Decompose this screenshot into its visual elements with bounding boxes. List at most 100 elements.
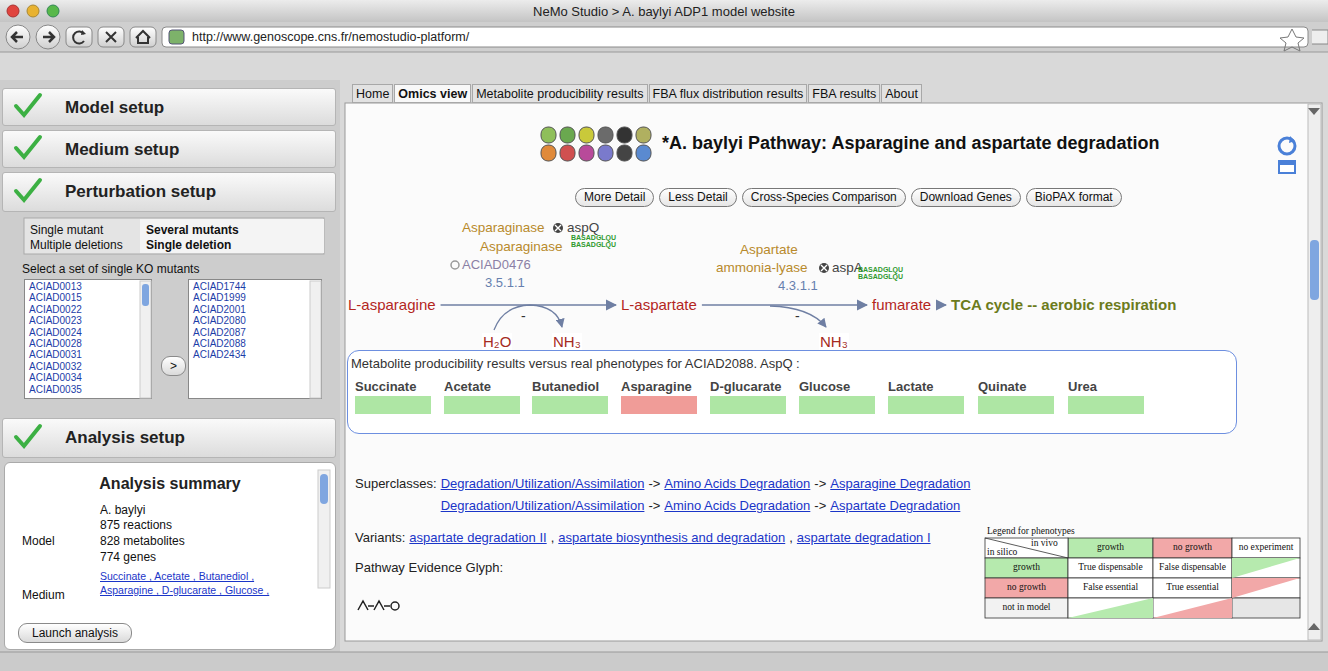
pathway-link: TCA cycle -- aerobic respiration: [950, 296, 1177, 314]
label: Omics view: [398, 87, 467, 101]
text-row: False dispensable: [1153, 562, 1232, 572]
phenotype-swatch: [710, 396, 786, 414]
reaction-arrow: [702, 304, 867, 305]
phenotype-swatch: [799, 396, 875, 414]
ec-number: 3.5.1.1: [485, 275, 525, 290]
variant-links: aspartate biosynthesis and degradation: [558, 530, 785, 545]
text-row: growth: [985, 562, 1068, 572]
table-header: in vivo: [1031, 538, 1058, 548]
text-row: not in model: [985, 602, 1068, 612]
mutant-list: ACIAD1744ACIAD1999ACIAD2001ACIAD2080ACIA…: [188, 279, 322, 399]
accordion-header: Model setup: [2, 88, 336, 126]
mutant-list: ACIAD0013ACIAD0015ACIAD0022ACIAD0023ACIA…: [24, 279, 152, 399]
text-row: H₂O: [482, 333, 512, 350]
phenotype-glyph: BASADGLQU: [571, 241, 616, 248]
text-row: False essential: [1068, 582, 1153, 592]
pathway-button: Less Detail: [659, 188, 736, 207]
text-row: 774 genes: [100, 550, 156, 564]
enzyme-name: Aspartate: [740, 242, 798, 257]
tab: FBA flux distribution results: [649, 84, 808, 103]
phenotype-swatch: [355, 396, 431, 414]
label: Urea: [1068, 379, 1144, 395]
reaction-arrow: [936, 304, 946, 305]
superclass-path: Degradation/Utilization/Assimilation: [441, 476, 645, 491]
medium-link: Succinate , Acetate , Butanediol ,: [100, 570, 254, 582]
superclass-path: Asparagine Degradation: [830, 476, 970, 491]
label: >: [170, 359, 177, 373]
text-row: Superclasses: Degradation/Utilization/Ass…: [355, 476, 970, 491]
list-item: ACIAD0023: [29, 315, 147, 326]
text-row: ammonia-lyase: [716, 260, 808, 275]
phenotype-swatch: [1068, 396, 1144, 414]
label: Glucose: [799, 379, 875, 395]
label: Metabolite producibility results: [476, 87, 643, 101]
label: More Detail: [584, 190, 645, 204]
pathway-icon: [617, 145, 632, 161]
label: Lactate: [888, 379, 964, 395]
table-cell: True essential: [1166, 582, 1219, 592]
subtab: Several mutants: [146, 223, 239, 237]
text-row: A. baylyi: [100, 503, 145, 517]
tab: Metabolite producibility results: [472, 84, 647, 103]
stoich-sign: -: [521, 308, 526, 324]
pathway-button: BioPAX format: [1026, 188, 1122, 207]
subtab: Multiple deletions: [30, 238, 123, 252]
list-item: ACIAD0035: [29, 384, 147, 395]
text-row: Variants:aspartate degradation II,aspart…: [355, 530, 931, 545]
label: Analysis setup: [65, 428, 335, 448]
superclass-path: Degradation/Utilization/Assimilation: [441, 498, 645, 513]
list-item: ACIAD0015: [29, 292, 147, 303]
pathway-icon: [579, 127, 594, 143]
label: Metabolite producibility results versus …: [351, 356, 1233, 371]
text-row: BASADGLQU: [571, 234, 616, 241]
pathway-icon: [541, 145, 556, 161]
list-item: ACIAD2434: [193, 349, 317, 360]
variant-links: aspartate degradation I: [797, 530, 931, 545]
list-item: ACIAD0031: [29, 349, 147, 360]
pathway-icon: [636, 145, 651, 161]
label: TCA cycle -- aerobic respiration: [951, 296, 1176, 314]
text-row: aspQ: [567, 220, 599, 235]
phenotype-swatch: [888, 396, 964, 414]
pathway-button: More Detail: [575, 188, 654, 207]
text-row: growth: [1068, 542, 1153, 552]
variant-links: Variants:: [355, 530, 405, 545]
label: Less Detail: [668, 190, 727, 204]
text-row: http://www.genoscope.cns.fr/nemostudio-p…: [192, 30, 469, 44]
table-cell: not in model: [1002, 602, 1050, 612]
enzyme-name: ammonia-lyase: [716, 260, 808, 275]
superclass-path: Amino Acids Degradation: [664, 476, 810, 491]
phenotype-cell: Acetate: [444, 379, 520, 414]
metabolite: fumarate: [871, 296, 932, 314]
ec-number: 4.3.1.1: [778, 278, 818, 293]
text-row: BASADGLQU: [858, 273, 903, 280]
text-row: Succinate , Acetate , Butanediol ,: [100, 570, 254, 582]
accordion-header: Medium setup: [2, 130, 336, 168]
phenotype-swatch: [621, 396, 697, 414]
text-row: Single mutant: [30, 223, 103, 237]
tab: About: [881, 84, 922, 103]
accordion-header: Perturbation setup: [2, 172, 336, 212]
superclass-path: ->: [648, 498, 660, 513]
superclass-path: Amino Acids Degradation: [664, 498, 810, 513]
superclass-path: ->: [814, 476, 826, 491]
list-item: ACIAD0028: [29, 338, 147, 349]
reaction-arrow: [441, 304, 616, 305]
list-item: ACIAD2001: [193, 304, 317, 315]
phenotype-swatch: [978, 396, 1054, 414]
text-row: Aspartate: [740, 242, 798, 257]
variant-links: ,: [551, 530, 555, 545]
table-cell: True dispensable: [1078, 562, 1142, 572]
phenotype-cell: Succinate: [355, 379, 431, 414]
label: Model setup: [65, 98, 335, 118]
text-row: Asparaginase: [462, 220, 545, 235]
summary-value: 774 genes: [100, 550, 156, 564]
superclass-path: Aspartate Degradation: [830, 498, 960, 513]
list-item: ACIAD1999: [193, 292, 317, 303]
superclass-path: Superclasses:: [355, 476, 437, 491]
label: Cross-Species Comparison: [751, 190, 897, 204]
table-cell: growth: [1013, 562, 1040, 572]
text-row: Single deletion: [146, 238, 231, 252]
table-cell: growth: [1097, 542, 1124, 552]
